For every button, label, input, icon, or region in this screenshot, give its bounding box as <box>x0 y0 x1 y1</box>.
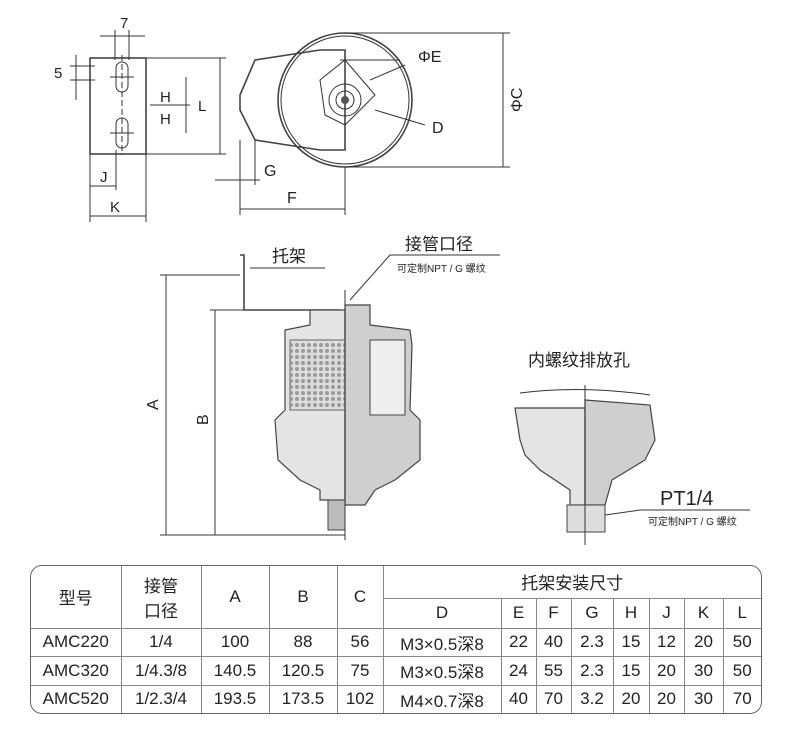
section-view: 托架 接管口径 可定制NPT / G 螺纹 A B <box>145 235 500 540</box>
cell-h: 15 <box>612 627 650 658</box>
cell-port: 1/4.3/8 <box>120 656 202 686</box>
header-b: B <box>268 566 338 629</box>
dim-h2-label: H <box>160 111 171 128</box>
header-port-line2: 口径 <box>144 601 178 621</box>
port-label: 接管口径 <box>405 235 473 254</box>
cell-l: 70 <box>722 684 761 713</box>
header-f: F <box>535 597 572 629</box>
drain-title: 内螺纹排放孔 <box>528 351 630 370</box>
cell-g: 2.3 <box>570 656 614 686</box>
cell-port: 1/4 <box>120 627 202 658</box>
cell-model: AMC520 <box>31 684 122 713</box>
header-model: 型号 <box>31 566 122 629</box>
cell-e: 40 <box>500 684 537 713</box>
bracket-label: 托架 <box>272 247 306 266</box>
cell-a: 193.5 <box>200 684 270 713</box>
cell-port: 1/2.3/4 <box>120 684 202 713</box>
drain-thread-label: PT1/4 <box>660 488 713 510</box>
header-l: L <box>722 597 761 629</box>
cell-f: 70 <box>535 684 572 713</box>
cell-e: 24 <box>500 656 537 686</box>
header-bracket-group: 托架安装尺寸 <box>382 566 761 599</box>
cell-d: M3×0.5深8 <box>382 656 502 686</box>
header-port: 接管口径 <box>120 566 202 629</box>
cell-c: 56 <box>336 627 384 658</box>
technical-drawing: 7 5 H H L J K ΦE D ΦC G F <box>54 15 750 545</box>
cell-f: 40 <box>535 627 572 658</box>
dim-e-label: ΦE <box>418 49 441 66</box>
cell-e: 22 <box>500 627 537 658</box>
header-port-line1: 接管 <box>144 576 178 596</box>
cell-j: 12 <box>648 627 685 658</box>
dim-g-label: G <box>264 163 276 180</box>
dim-f-label: F <box>287 190 297 207</box>
cell-h: 20 <box>612 684 650 713</box>
drain-thread-note: 可定制NPT / G 螺纹 <box>648 515 737 528</box>
dim-a-label: A <box>145 399 162 410</box>
header-g: G <box>570 597 614 629</box>
port-note: 可定制NPT / G 螺纹 <box>397 262 486 275</box>
cell-a: 100 <box>200 627 270 658</box>
cell-d: M3×0.5深8 <box>382 627 502 658</box>
filter-mesh <box>290 342 345 408</box>
dim-7-label: 7 <box>120 15 128 32</box>
cell-b: 120.5 <box>268 656 338 686</box>
cell-c: 75 <box>336 656 384 686</box>
cell-d: M4×0.7深8 <box>382 684 502 713</box>
dim-b-label: B <box>195 414 212 425</box>
bracket-front-view: 7 5 H H L J K <box>54 15 226 222</box>
cell-g: 2.3 <box>570 627 614 658</box>
cell-model: AMC220 <box>31 627 122 658</box>
header-e: E <box>500 597 537 629</box>
dim-c-label: ΦC <box>509 88 526 112</box>
dim-l-label: L <box>198 98 206 115</box>
table-row: AMC320 1/4.3/8 140.5 120.5 75 M3×0.5深8 2… <box>31 656 761 686</box>
side-view: ΦE D ΦC G F <box>215 32 526 215</box>
header-c: C <box>336 566 384 629</box>
header-h: H <box>612 597 650 629</box>
cell-b: 88 <box>268 627 338 658</box>
table-row: AMC520 1/2.3/4 193.5 173.5 102 M4×0.7深8 … <box>31 684 761 713</box>
dim-k-label: K <box>110 199 120 216</box>
cell-l: 50 <box>722 656 761 686</box>
dim-h1-label: H <box>160 89 171 106</box>
cell-k: 20 <box>683 627 724 658</box>
cell-f: 55 <box>535 656 572 686</box>
dim-5-label: 5 <box>54 65 62 82</box>
cell-g: 3.2 <box>570 684 614 713</box>
cell-k: 30 <box>683 684 724 713</box>
header-a: A <box>200 566 270 629</box>
table-row: AMC220 1/4 100 88 56 M3×0.5深8 22 40 2.3 … <box>31 627 761 658</box>
cell-j: 20 <box>648 684 685 713</box>
cell-model: AMC320 <box>31 656 122 686</box>
cell-a: 140.5 <box>200 656 270 686</box>
cell-l: 50 <box>722 627 761 658</box>
cell-j: 20 <box>648 656 685 686</box>
header-k: K <box>683 597 724 629</box>
cell-k: 30 <box>683 656 724 686</box>
spec-table: 型号 接管口径 A B C 托架安装尺寸 D E F G H J K L AMC… <box>30 565 762 714</box>
cell-h: 15 <box>612 656 650 686</box>
header-d: D <box>383 597 502 629</box>
dim-j-label: J <box>100 169 108 186</box>
cell-b: 173.5 <box>268 684 338 713</box>
drain-view: 内螺纹排放孔 PT1/4 可定制NPT / G 螺纹 <box>514 351 750 545</box>
cell-c: 102 <box>336 684 384 713</box>
dim-d-label: D <box>432 120 444 137</box>
header-j: J <box>648 597 685 629</box>
